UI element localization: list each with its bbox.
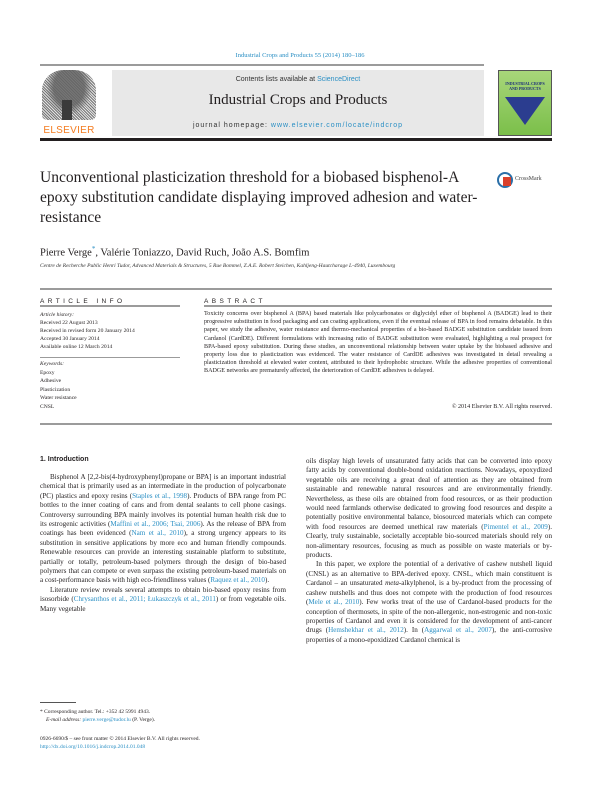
email-suffix: (P. Verge). (130, 717, 156, 723)
keyword: Water resistance (40, 395, 77, 401)
author-name: João A.S. Bomfim (231, 247, 310, 259)
article-history: Article history: Received 22 August 2013… (40, 311, 180, 351)
citation-link[interactable]: Aggarwal et al., 2007 (424, 626, 492, 635)
citation-link[interactable]: Pimentel et al., 2009 (483, 522, 548, 531)
journal-homepage: journal homepage: www.elsevier.com/locat… (112, 122, 484, 129)
author-name: David Ruch (176, 247, 227, 259)
elsevier-logo[interactable]: ELSEVIER (40, 70, 98, 136)
keywords: Keywords: Epoxy Adhesive Plasticization … (40, 360, 180, 411)
masthead-rule (40, 138, 552, 141)
citation-link[interactable]: Nam et al., 2010 (131, 529, 184, 538)
citation-link[interactable]: Mele et al., 2010 (308, 598, 360, 607)
body-text: -alkylphenol, is a by-product from the p… (306, 579, 552, 607)
history-online: Available online 12 March 2014 (40, 344, 113, 350)
history-revised: Received in revised form 20 January 2014 (40, 328, 135, 334)
body-text: ). As the release of BPA from coatings h… (40, 520, 286, 538)
issn-line: 0926-6690/$ – see front matter © 2014 El… (40, 736, 200, 742)
title-rule (40, 288, 552, 290)
keyword: CNSL (40, 403, 55, 410)
footnote-rule (40, 702, 76, 703)
body-text: ). Clearly, truly sustainable, societall… (306, 522, 552, 560)
author-name: Valérie Toniazzo (100, 247, 171, 259)
body-column-left: Bisphenol A [2,2-bis(4-hydroxyphenyl)pro… (40, 473, 286, 614)
article-info-rule (40, 305, 180, 307)
body-text: ). In ( (403, 626, 425, 635)
author-separator: , (226, 247, 232, 259)
author-separator: , (170, 247, 177, 259)
article-title: Unconventional plasticization threshold … (40, 169, 478, 226)
front-matter-rule (40, 423, 552, 425)
author-separator: , (95, 247, 101, 259)
issn-block: 0926-6690/$ – see front matter © 2014 El… (40, 735, 290, 751)
author-name: Pierre Verge (40, 247, 92, 259)
article-info-heading: ARTICLE INFO (40, 298, 126, 305)
journal-reference[interactable]: Industrial Crops and Products 55 (2014) … (235, 52, 365, 59)
citation-link[interactable]: Hemshekhar et al., 2012 (328, 626, 404, 635)
footnotes: * Corresponding author. Tel.: +352 42 59… (40, 708, 290, 724)
journal-cover-thumbnail[interactable]: INDUSTRIAL CROPS AND PRODUCTS (498, 70, 552, 136)
body-text: ), a strong urgency appears to its subst… (40, 529, 286, 585)
section-heading-introduction: 1. Introduction (40, 456, 89, 463)
journal-title: Industrial Crops and Products (208, 92, 388, 108)
body-text: ) or from vegetable oils. Many vegetable (40, 595, 286, 613)
emphasis-text: meta (385, 579, 399, 588)
keyword: Epoxy (40, 369, 55, 376)
abstract-text: Toxicity concerns over bisphenol A (BPA)… (204, 311, 552, 375)
citation-link[interactable]: Chrysanthos et al., 2011; Łukaszczyk et … (73, 595, 216, 604)
abstract-heading: ABSTRACT (204, 298, 266, 305)
body-text: ). Products of BPA range from PC bottles… (40, 491, 286, 529)
history-label: Article history: (40, 312, 75, 318)
corresponding-author-mark[interactable]: * (91, 245, 96, 253)
homepage-label: journal homepage: (192, 122, 271, 129)
citation-link[interactable]: Staples et al., 1998 (132, 491, 188, 500)
doi-link[interactable]: http://dx.doi.org/10.1016/j.indcrop.2014… (40, 744, 146, 750)
history-accepted: Accepted 30 January 2014 (40, 336, 100, 342)
citation-link[interactable]: Raquez et al., 2010 (210, 576, 265, 585)
email-label: E-mail address: (46, 717, 83, 723)
crossmark-icon (497, 172, 513, 188)
crossmark-button[interactable]: CrossMark (497, 172, 557, 190)
paragraph: In this paper, we explore the potential … (306, 560, 552, 645)
abstract-copyright: © 2014 Elsevier B.V. All rights reserved… (451, 404, 552, 410)
body-text: Bisphenol A [2,2-bis(4-hydroxyphenyl)pro… (40, 473, 286, 500)
crossmark-label: CrossMark (515, 176, 542, 182)
abstract-rule (204, 305, 552, 307)
body-text: ), the anti-corrosive properties of a mo… (306, 626, 552, 644)
journal-masthead: Contents lists available at ScienceDirec… (112, 70, 484, 136)
sciencedirect-link[interactable]: ScienceDirect (317, 76, 361, 83)
author-list: Pierre Verge*, Valérie Toniazzo, David R… (40, 245, 309, 259)
body-text: ). Few works treat of the use of Cardano… (306, 598, 553, 635)
homepage-link[interactable]: www.elsevier.com/locate/indcrop (270, 122, 404, 129)
body-column-right: oils display high levels of unsaturated … (306, 457, 552, 645)
body-text: In this paper, we explore the potential … (306, 560, 552, 588)
email-link[interactable]: pierre.verge@tudor.lu (82, 717, 131, 723)
keyword: Adhesive (40, 378, 62, 384)
email-note: E-mail address: pierre.verge@tudor.lu (P… (40, 716, 290, 724)
contents-line: Contents lists available at ScienceDirec… (112, 76, 484, 83)
keyword: Plasticization (40, 386, 71, 393)
keywords-label: Keywords: (40, 361, 65, 367)
paragraph: oils display high levels of unsaturated … (306, 457, 552, 560)
corresponding-author-note: * Corresponding author. Tel.: +352 42 59… (40, 709, 151, 715)
cover-art-icon (505, 97, 545, 125)
contents-prefix: Contents lists available at (235, 76, 318, 83)
keywords-rule (40, 357, 180, 358)
paragraph: Bisphenol A [2,2-bis(4-hydroxyphenyl)pro… (40, 473, 286, 586)
history-received: Received 22 August 2013 (40, 320, 98, 326)
cover-title: INDUSTRIAL CROPS AND PRODUCTS (505, 81, 545, 91)
citation-link[interactable]: Maffini et al., 2006; Tsai, 2006 (110, 520, 201, 529)
affiliation: Centre de Recherche Public Henri Tudor, … (40, 263, 396, 269)
header-rule (40, 64, 484, 66)
body-text: Literature review reveals several attemp… (40, 585, 286, 604)
paragraph: Literature review reveals several attemp… (40, 586, 286, 614)
body-text: ). (264, 576, 270, 585)
body-text: oils display high levels of unsaturated … (306, 457, 552, 531)
tree-trunk-icon (62, 100, 72, 120)
publisher-name: ELSEVIER (43, 125, 95, 136)
